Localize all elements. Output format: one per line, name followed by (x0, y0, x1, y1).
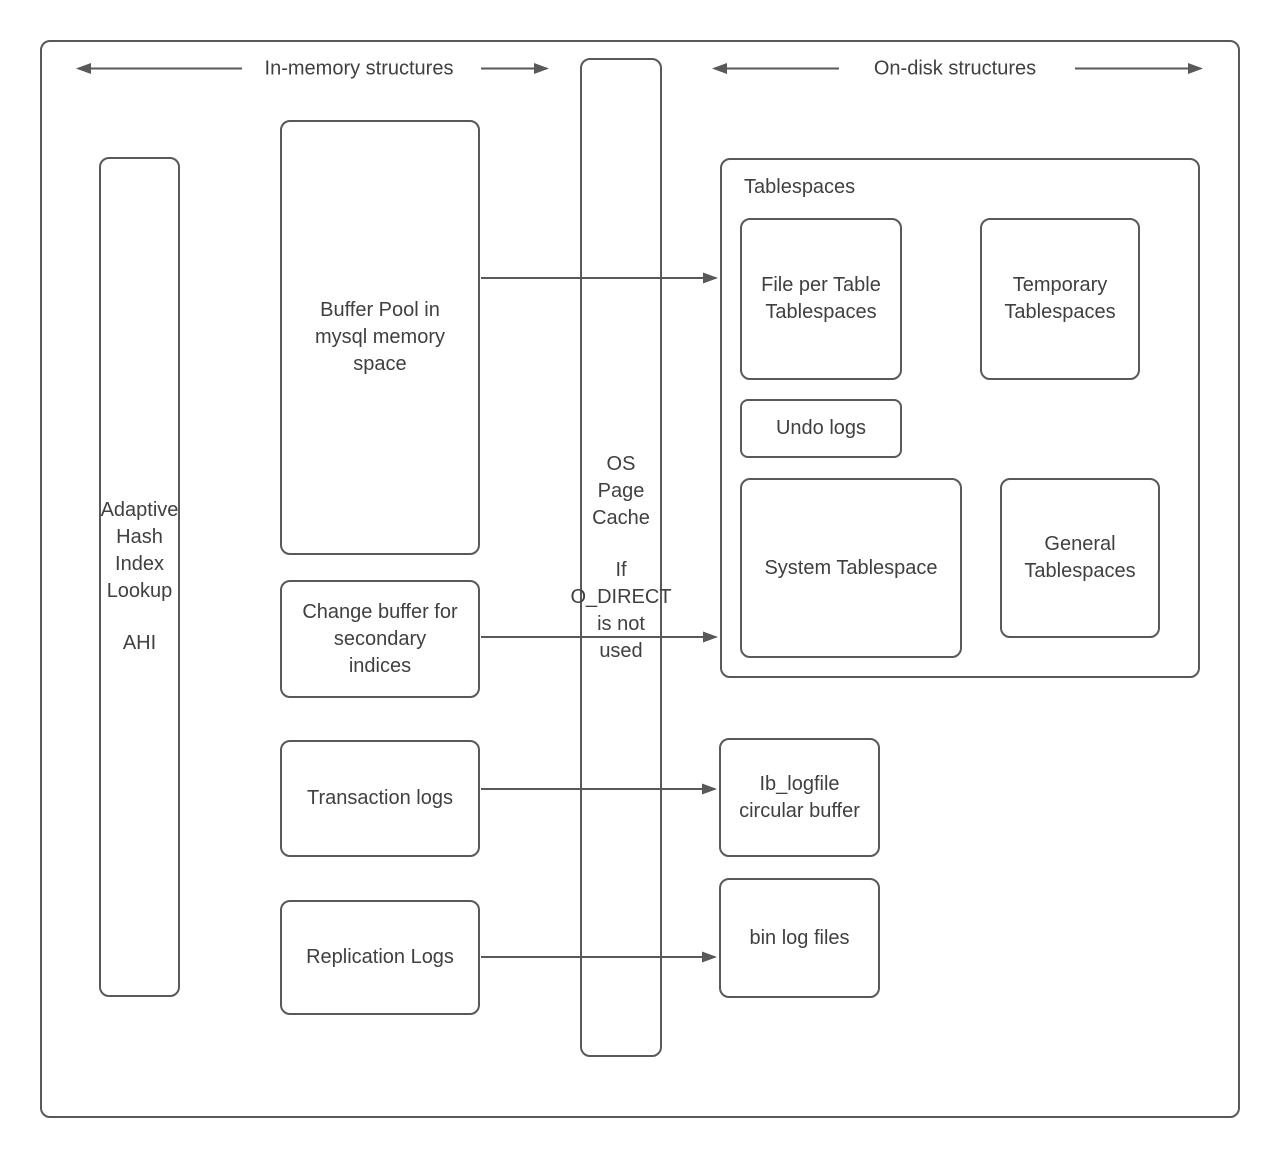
bin-log-files-label: bin log files (749, 926, 850, 949)
transaction-logs-box: Transaction logs (280, 740, 480, 857)
bin-log-files-box: bin log files (719, 878, 880, 998)
adaptive-hash-index-label: Adaptive Hash Index Lookup (100, 499, 179, 602)
change-buffer-label: Change buffer for secondary indices (302, 600, 458, 677)
in-memory-structures-label: In-memory structures (264, 57, 454, 80)
replication-logs-box: Replication Logs (280, 900, 480, 1015)
os-page-cache-label: OS Page Cache (592, 452, 650, 529)
buffer-pool-label: Buffer Pool in mysql memory space (314, 299, 445, 375)
system-tablespace-label: System Tablespace (764, 556, 938, 579)
undo-logs-box: Undo logs (740, 399, 902, 458)
os-page-cache-box: OS Page Cache If O_DIRECT is not used (570, 58, 672, 1057)
temporary-tablespaces-label: Temporary Tablespaces (1004, 274, 1116, 323)
file-per-table-tablespaces-label: File per Table Tablespaces (761, 274, 881, 323)
ib-logfile-circular-buffer-label: Ib_logfile circular buffer (739, 772, 860, 822)
adaptive-hash-index-box: Adaptive Hash Index Lookup AHI (99, 157, 180, 997)
general-tablespaces-label: General Tablespaces (1024, 533, 1136, 582)
os-page-cache-note: If O_DIRECT is not used (570, 558, 672, 662)
buffer-pool-box: Buffer Pool in mysql memory space (280, 120, 480, 555)
tablespaces-label: Tablespaces (744, 176, 856, 198)
ib-logfile-circular-buffer-box: Ib_logfile circular buffer (719, 738, 880, 857)
undo-logs-label: Undo logs (775, 417, 867, 439)
replication-logs-label: Replication Logs (306, 946, 454, 968)
ahi-abbreviation-label: AHI (122, 632, 157, 654)
file-per-table-tablespaces-box: File per Table Tablespaces (740, 218, 902, 380)
transaction-logs-label: Transaction logs (307, 787, 453, 809)
temporary-tablespaces-box: Temporary Tablespaces (980, 218, 1140, 380)
change-buffer-box: Change buffer for secondary indices (280, 580, 480, 698)
system-tablespace-box: System Tablespace (740, 478, 962, 658)
general-tablespaces-box: General Tablespaces (1000, 478, 1160, 638)
on-disk-structures-label: On-disk structures (873, 57, 1037, 80)
